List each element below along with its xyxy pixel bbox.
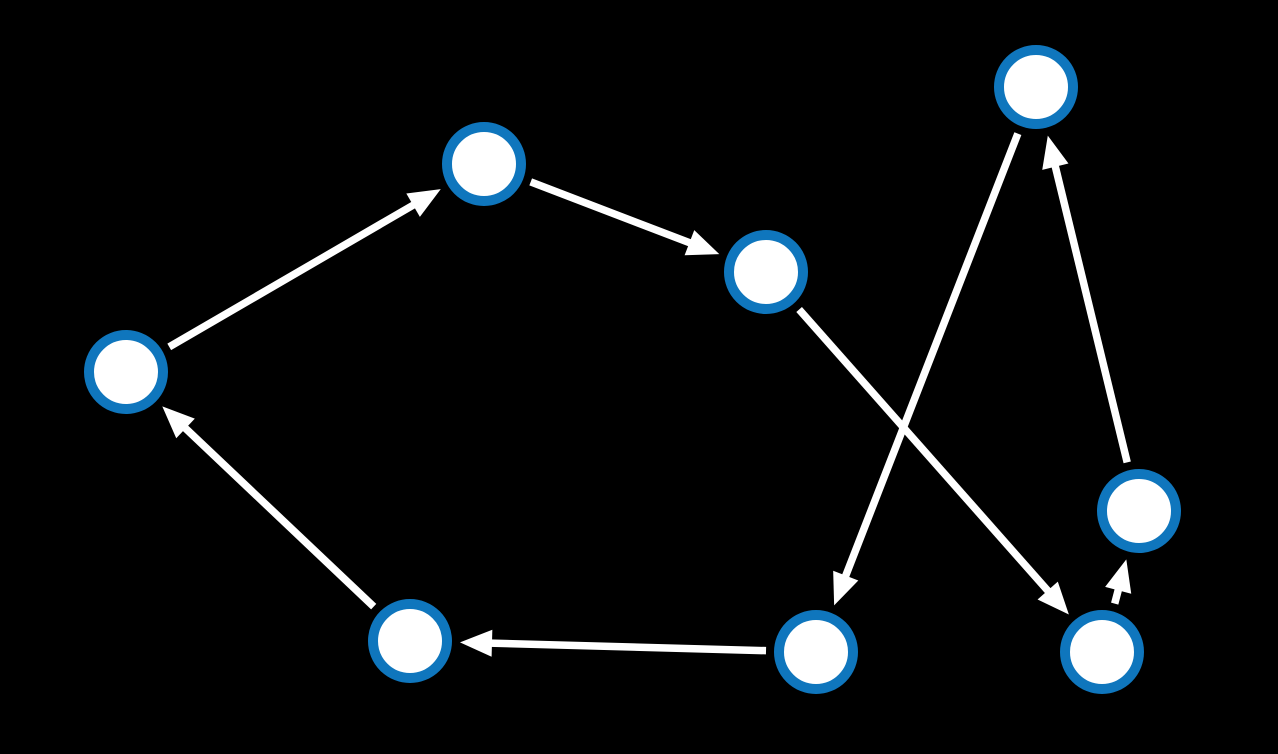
edge-shaft xyxy=(1051,163,1131,464)
edge-shaft xyxy=(529,178,693,247)
node-bottom-middle xyxy=(774,610,858,694)
edge-middle-to-bottom-right xyxy=(796,306,1069,615)
edge-shaft xyxy=(167,200,417,351)
edge-arrowhead xyxy=(1042,135,1069,170)
edge-arrowhead xyxy=(684,230,720,256)
node-top-right xyxy=(994,45,1078,129)
edge-arrowhead xyxy=(459,629,493,657)
node-right xyxy=(1097,469,1181,553)
edge-bottom-right-to-right xyxy=(1105,559,1132,605)
edge-shaft xyxy=(181,424,377,610)
edge-top-middle-to-middle xyxy=(529,178,720,256)
edge-bottom-left-to-left xyxy=(162,406,377,610)
edge-arrowhead xyxy=(1105,559,1132,594)
edge-right-to-top-right xyxy=(1042,135,1131,464)
edge-arrowhead xyxy=(1037,581,1069,615)
node-middle xyxy=(724,230,808,314)
node-bottom-left xyxy=(368,599,452,683)
edge-arrowhead xyxy=(162,406,195,439)
edge-top-right-to-bottom-middle xyxy=(833,132,1022,606)
edge-left-to-top-middle xyxy=(167,189,441,351)
edge-bottom-middle-to-bottom-left xyxy=(459,629,767,657)
edge-shaft xyxy=(1111,587,1123,605)
node-bottom-right xyxy=(1060,610,1144,694)
edge-shaft xyxy=(796,306,1052,595)
edge-arrowhead xyxy=(406,189,441,217)
node-left xyxy=(84,330,168,414)
node-top-middle xyxy=(442,122,526,206)
edge-shaft xyxy=(841,132,1022,579)
edge-arrowhead xyxy=(833,570,859,606)
edge-shaft xyxy=(489,639,767,655)
